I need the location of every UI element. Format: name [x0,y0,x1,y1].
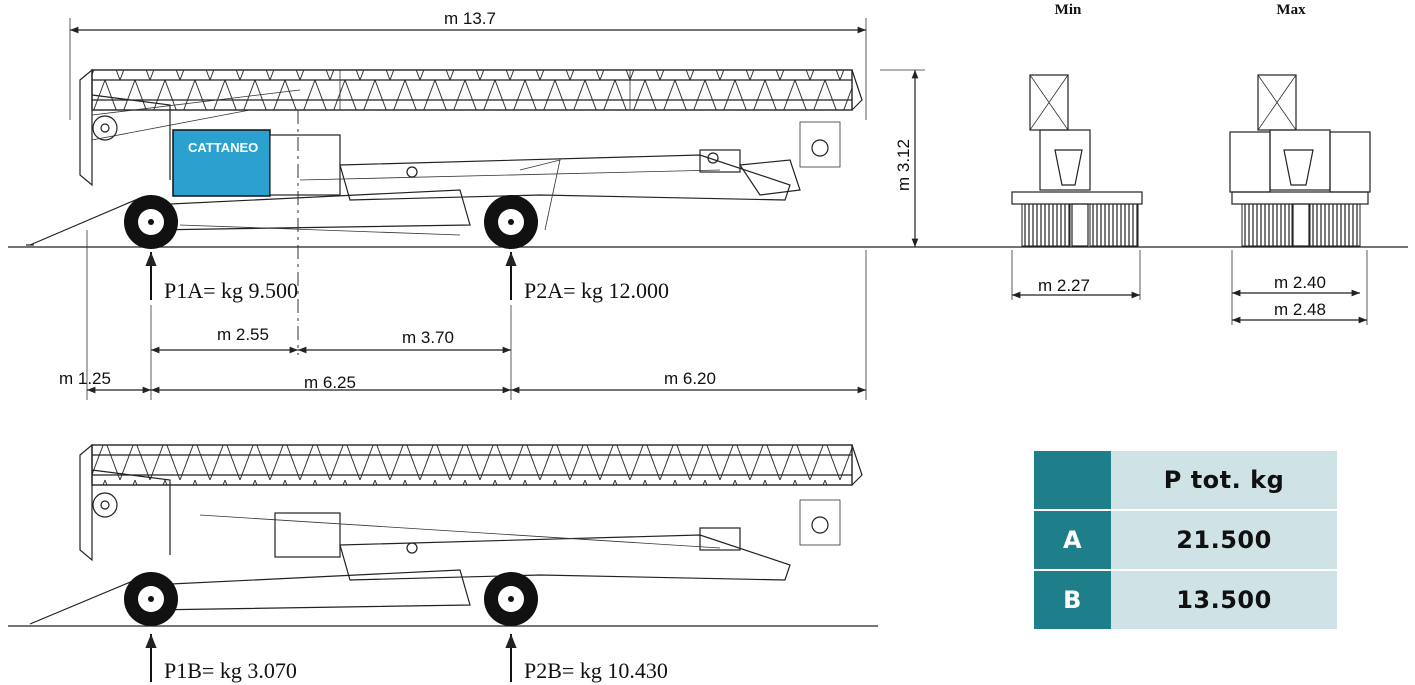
crane-side-view-b: P1B= kg 3.070 P2B= kg 10.430 [8,443,878,683]
load-label-p1a: P1A= kg 9.500 [164,278,298,303]
mast-b [79,443,171,562]
jib-truss-b [91,444,863,486]
front-wheel-b [124,572,178,626]
control-cabinet: CATTANEO [172,129,341,197]
chassis-b [29,499,841,625]
view-label-min: Min [1055,2,1082,18]
table-header: P tot. kg [1111,451,1337,511]
table-row-key: A [1034,510,1111,571]
jib-truss [91,69,863,111]
rear-wheel-b [484,572,538,626]
table-row-value: 13.500 [1111,570,1337,631]
overall-length-label: m 13.7 [444,9,496,28]
chassis [26,121,841,246]
dim-label-wheelbase: m 6.25 [304,373,356,392]
width-max-a-label: m 2.40 [1274,273,1326,292]
width-min-label: m 2.27 [1038,276,1090,295]
front-view-max: m 2.40 m 2.48 [1229,74,1371,325]
dim-label-front-overhang: m 1.25 [59,369,111,388]
load-label-p2b: P2B= kg 10.430 [524,658,668,683]
front-wheel-a [124,195,178,249]
width-max-b-label: m 2.48 [1274,300,1326,319]
rear-wheel-a [484,195,538,249]
table-row: B 13.500 [1034,570,1337,631]
mast [79,68,301,187]
table-corner-cell [1034,451,1111,511]
table-row-value: 21.500 [1111,510,1337,571]
view-label-max: Max [1276,2,1306,18]
dim-label-center-rear: m 3.70 [402,328,454,347]
crane-side-view-a: CATTANEO [8,9,1408,400]
table-header-row: P tot. kg [1034,451,1337,511]
load-label-p2a: P2A= kg 12.000 [524,278,669,303]
total-weight-table: P tot. kg A 21.500 B 13.500 [1034,451,1337,631]
front-view-min: m 2.27 [1011,74,1143,300]
height-label: m 3.12 [894,139,913,191]
load-label-p1b: P1B= kg 3.070 [164,658,297,683]
dim-label-front-center: m 2.55 [217,325,269,344]
table-row-key: B [1034,570,1111,631]
brand-logo: CATTANEO [188,140,258,155]
dim-label-rear-overhang: m 6.20 [664,369,716,388]
table-row: A 21.500 [1034,510,1337,571]
